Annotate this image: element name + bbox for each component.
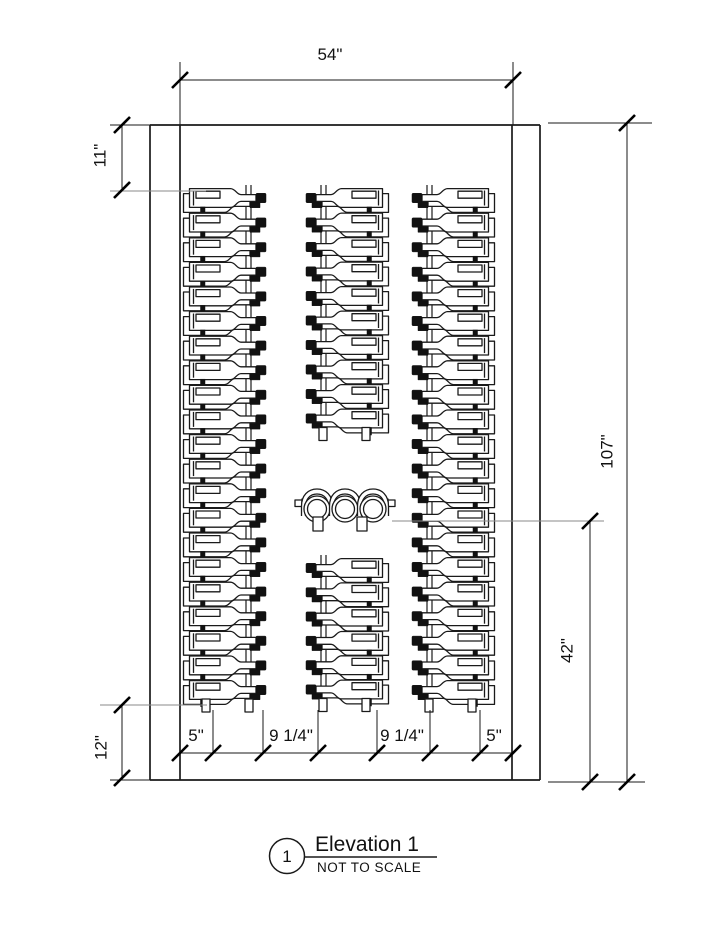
dim-label-right-lower: 42" [557,638,577,663]
title-callout [268,837,437,875]
rack-right [412,185,495,713]
dimension-lines [121,79,628,782]
dim-label-bottom-2: 9 1/4" [269,726,313,745]
rack-middle-bottom [306,555,389,713]
dim-label-left-bottom: 12" [91,735,111,760]
extension-lines [110,62,652,783]
dim-label-bottom-1: 5" [188,726,204,745]
leader-lines [100,190,604,706]
callout-number: 1 [282,847,292,866]
dim-label-bottom-3: 9 1/4" [380,726,424,745]
dim-label-right-total: 107" [597,434,617,469]
display-bottle-row [294,488,396,532]
rack-middle-top [306,185,389,442]
wine-racks [184,185,495,713]
dim-label-top-width: 54" [317,45,343,64]
dim-label-bottom-4: 5" [486,726,502,745]
rack-left [184,185,267,713]
dim-label-left-top: 11" [90,143,110,168]
wall-outline [149,124,541,781]
drawing-title: Elevation 1 [315,833,419,856]
drawing-scale-note: NOT TO SCALE [317,860,422,875]
